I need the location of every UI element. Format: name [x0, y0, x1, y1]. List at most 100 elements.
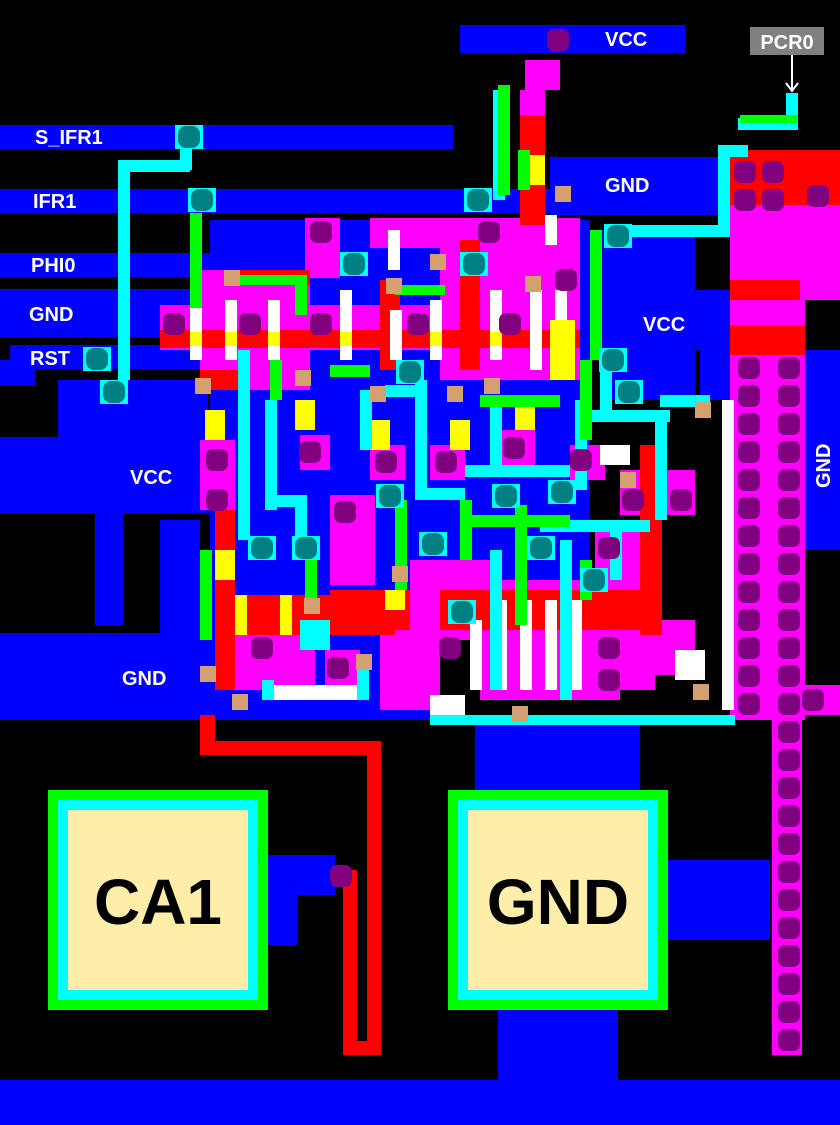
contact-via [778, 553, 800, 575]
contact-via [778, 609, 800, 631]
contact-via [807, 185, 829, 207]
contact-via [330, 865, 352, 887]
contact-via [738, 581, 760, 603]
contact-via [738, 665, 760, 687]
poly-contact [555, 186, 571, 202]
contact-via [762, 189, 784, 211]
label-ifr1: IFR1 [33, 191, 76, 213]
contact-via [738, 497, 760, 519]
contact-via [778, 861, 800, 883]
poly-contact [620, 472, 636, 488]
contact-via [251, 637, 273, 659]
contact-via [435, 451, 457, 473]
poly-contact [200, 666, 216, 682]
gnd-top-right-bus [550, 157, 730, 215]
contact-via [778, 469, 800, 491]
pad-gnd[interactable]: GND [448, 790, 668, 1010]
contact-via [778, 889, 800, 911]
contact-via [738, 357, 760, 379]
metal-via [103, 381, 125, 403]
contact-via [778, 945, 800, 967]
contact-via [239, 313, 261, 335]
poly-contact [356, 654, 372, 670]
contact-via [778, 665, 800, 687]
contact-via [778, 1029, 800, 1051]
label-vcc-top: VCC [605, 29, 647, 51]
contact-via [670, 489, 692, 511]
contact-via [762, 161, 784, 183]
label-gnd-bottom-left: GND [122, 668, 166, 690]
contact-via [163, 313, 185, 335]
contact-via [778, 973, 800, 995]
contact-via [738, 553, 760, 575]
label-gnd-right: GND [813, 444, 835, 488]
label-s-ifr1: S_IFR1 [35, 127, 103, 149]
gnd-right-bus [805, 350, 840, 550]
contact-via [206, 489, 228, 511]
poly-contact [386, 278, 402, 294]
contact-via [407, 313, 429, 335]
metal-via [178, 126, 200, 148]
contact-via [738, 469, 760, 491]
contact-via [499, 313, 521, 335]
poly-contact [447, 386, 463, 402]
contact-via [439, 637, 461, 659]
contact-via [778, 637, 800, 659]
contact-via [738, 609, 760, 631]
poly-contact [484, 378, 500, 394]
label-phi0: PHI0 [31, 255, 75, 277]
pad-ca1[interactable]: CA1 [48, 790, 268, 1010]
poly-contact [295, 370, 311, 386]
contact-via [555, 269, 577, 291]
contact-via [738, 637, 760, 659]
bottom-bus [0, 1080, 840, 1125]
metal-via [422, 533, 444, 555]
contact-via [738, 413, 760, 435]
contact-via [598, 537, 620, 559]
pad-ca1-label: CA1 [94, 866, 222, 938]
contact-via [778, 833, 800, 855]
poly-contact [693, 684, 709, 700]
metal-via [379, 485, 401, 507]
contact-via [738, 525, 760, 547]
contact-via [778, 1001, 800, 1023]
metal-via [86, 348, 108, 370]
vcc-left-bus [0, 437, 215, 513]
contact-via [622, 489, 644, 511]
contact-via [802, 689, 824, 711]
contact-via [375, 451, 397, 473]
gate-overlap-layer [190, 215, 734, 715]
metal-via [343, 253, 365, 275]
contact-via [778, 693, 800, 715]
metal-via [451, 601, 473, 623]
contact-via [734, 189, 756, 211]
metal-via [399, 361, 421, 383]
label-gnd-left: GND [29, 304, 73, 326]
contact-via [310, 221, 332, 243]
probe-pcr0[interactable]: PCR0 [750, 27, 824, 93]
metal-via [602, 349, 624, 371]
contact-via [206, 449, 228, 471]
metal-via [551, 481, 573, 503]
metal-via [295, 537, 317, 559]
contact-via [778, 385, 800, 407]
contact-via [778, 581, 800, 603]
contact-via [778, 413, 800, 435]
contact-via [778, 721, 800, 743]
contact-via [327, 657, 349, 679]
label-rst: RST [30, 348, 70, 370]
metal-via [583, 569, 605, 591]
metal-via [607, 225, 629, 247]
label-vcc-right: VCC [643, 314, 685, 336]
contact-via [598, 637, 620, 659]
contact-via [778, 805, 800, 827]
s-ifr1-bus [0, 125, 453, 149]
label-vcc-left: VCC [130, 467, 172, 489]
poly-contact [430, 254, 446, 270]
contact-via [778, 917, 800, 939]
metal-via [495, 485, 517, 507]
probe-pcr0-label: PCR0 [760, 32, 813, 54]
metal-via [530, 537, 552, 559]
poly-contact [370, 386, 386, 402]
